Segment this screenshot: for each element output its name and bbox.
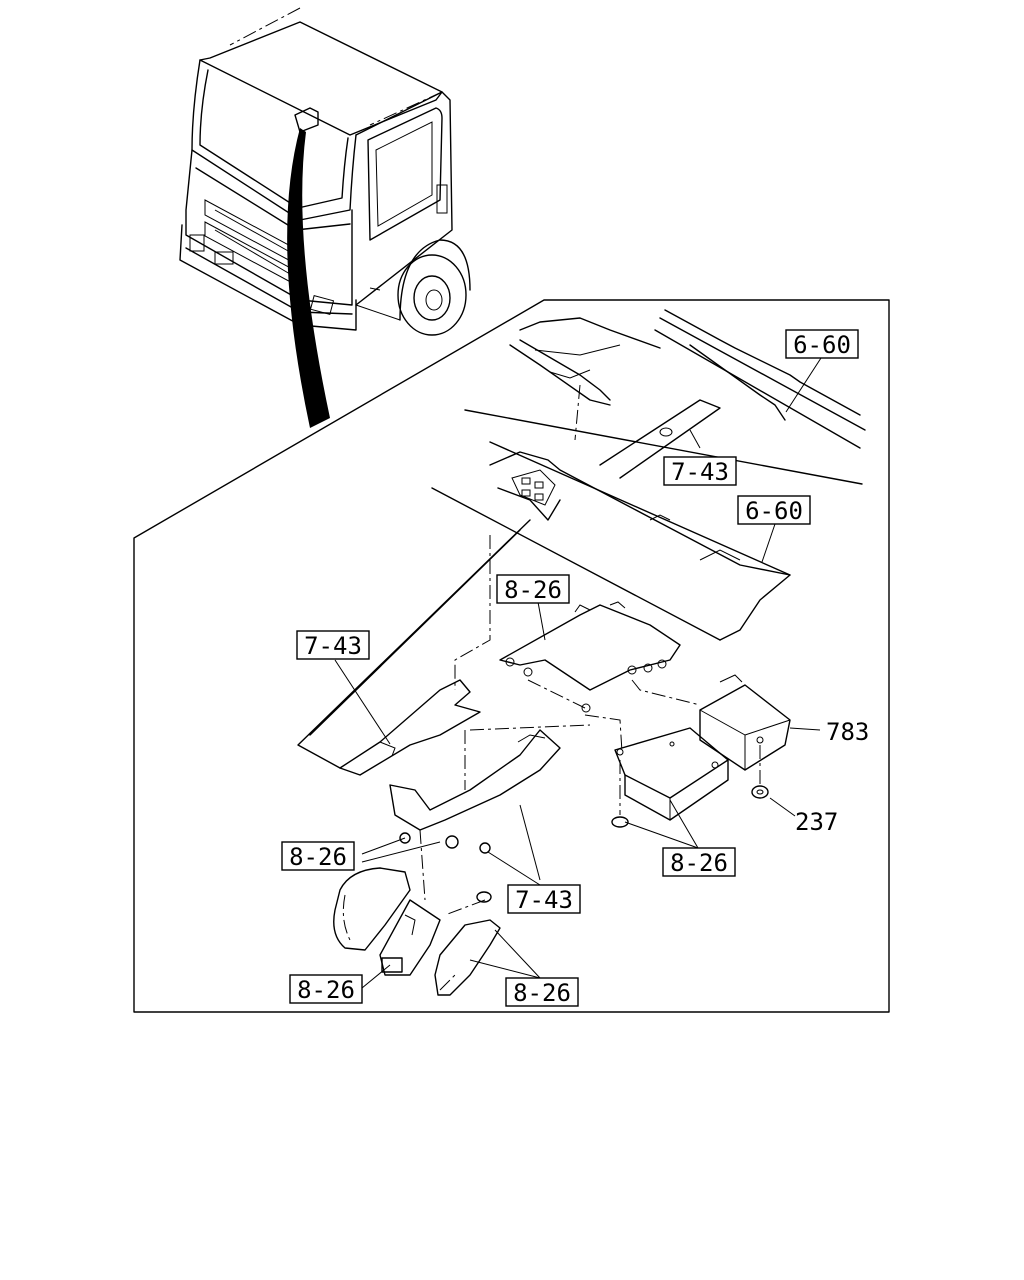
ref-6-60-top: 6-60: [785, 329, 859, 359]
leader-lines: [334, 357, 822, 989]
ref-8-26-right: 8-26: [662, 847, 736, 877]
truck-cab-illustration: [179, 7, 471, 428]
bracket-assembly: [297, 519, 791, 996]
ref-8-26-upper-label: 8-26: [504, 576, 562, 604]
chassis-frame: [431, 309, 866, 690]
ref-8-26-bottom-left-label: 8-26: [297, 976, 355, 1004]
ref-8-26-bottom-right-label: 8-26: [513, 979, 571, 1007]
detail-frame: [133, 299, 890, 1013]
ref-6-60-mid-label: 6-60: [745, 497, 803, 525]
ref-7-43-top-label: 7-43: [671, 458, 729, 486]
part-number-783: 783: [826, 718, 869, 746]
ref-7-43-top: 7-43: [663, 456, 737, 486]
ref-8-26-bottom-right: 8-26: [505, 977, 579, 1007]
ref-7-43-left-label: 7-43: [304, 632, 362, 660]
ref-8-26-upper: 8-26: [496, 574, 570, 604]
ref-8-26-left: 8-26: [281, 841, 355, 871]
ref-6-60-top-label: 6-60: [793, 331, 851, 359]
ref-7-43-lower: 7-43: [507, 884, 581, 914]
ref-8-26-left-label: 8-26: [289, 843, 347, 871]
ref-8-26-bottom-left: 8-26: [289, 974, 363, 1004]
ref-7-43-lower-label: 7-43: [515, 886, 573, 914]
part-number-237: 237: [795, 808, 838, 836]
ref-7-43-left: 7-43: [296, 630, 370, 660]
ref-6-60-mid: 6-60: [737, 495, 811, 525]
ref-8-26-right-label: 8-26: [670, 849, 728, 877]
